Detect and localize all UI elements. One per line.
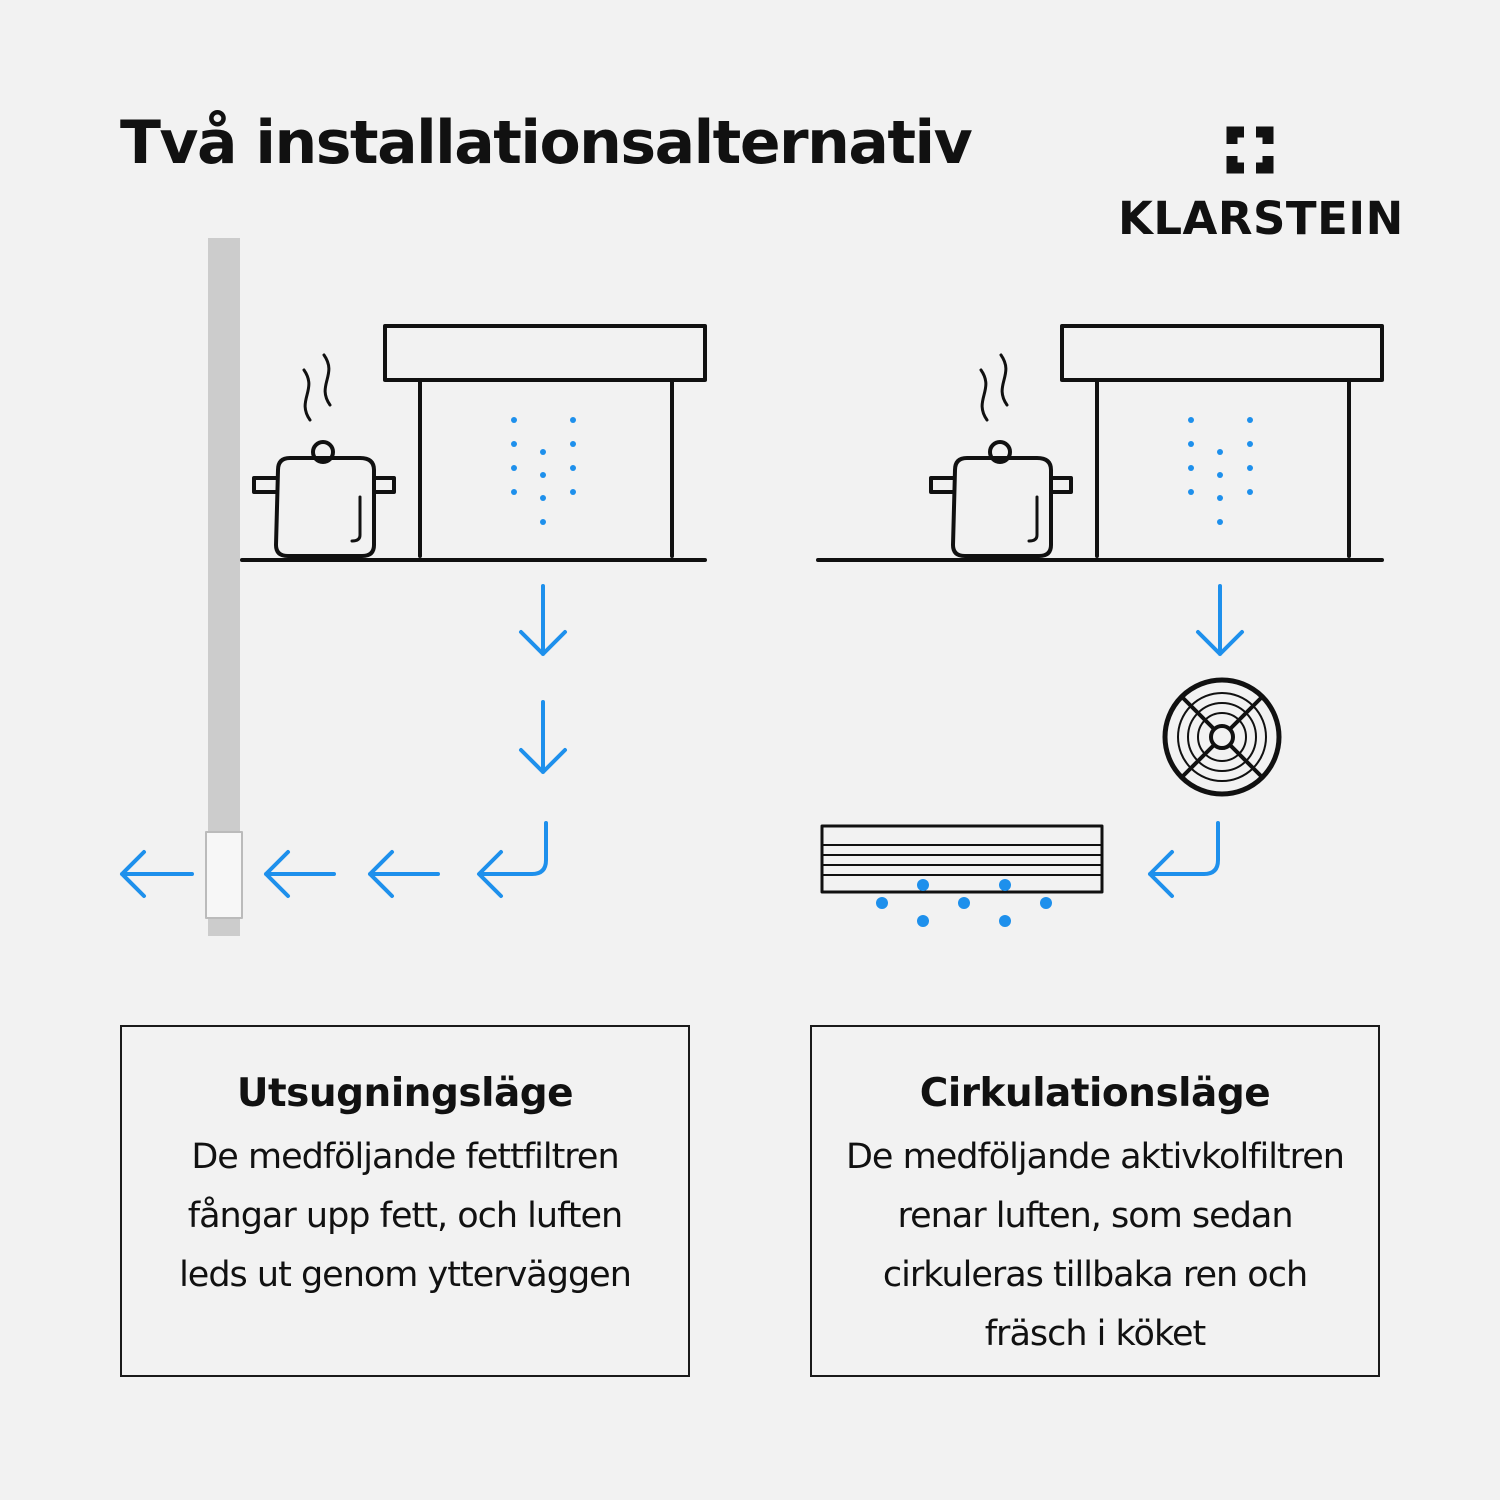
description-line: renar luften, som sedan (897, 1196, 1293, 1236)
exhaust-mode-title: Utsugningsläge (236, 1071, 574, 1116)
turn-left-arrow-icon (1148, 821, 1220, 898)
down-arrow-icon (1196, 584, 1244, 656)
air-dots-icon (1188, 417, 1253, 525)
description-line: fångar upp fett, och luften (187, 1196, 623, 1236)
description-line: De medföljande fettfiltren (191, 1137, 619, 1177)
recirculation-mode-description: De medföljande aktivkolfiltren renar luf… (812, 1128, 1378, 1364)
air-dots-icon (511, 417, 576, 525)
klarstein-logo-icon (1226, 126, 1274, 174)
wall-duct-opening (205, 831, 243, 919)
description-line: leds ut genom ytterväggen (179, 1255, 632, 1295)
exhaust-mode-box: Utsugningsläge De medföljande fettfiltre… (120, 1025, 690, 1377)
left-arrow-icon (368, 850, 440, 898)
pot-icon (929, 353, 1073, 558)
left-arrow-icon (264, 850, 336, 898)
page-title: Två installationsalternativ (120, 108, 973, 178)
down-arrow-icon (519, 700, 567, 774)
left-arrow-icon (120, 850, 194, 898)
steam-icon (302, 368, 312, 422)
outer-wall (208, 238, 240, 936)
description-line: De medföljande aktivkolfiltren (845, 1137, 1345, 1177)
down-arrow-icon (519, 584, 567, 656)
recirculation-scene (816, 324, 1384, 894)
brand-logo: KLARSTEIN (1118, 118, 1404, 248)
recirculation-mode-title: Cirkulationsläge (919, 1071, 1271, 1116)
pot-icon (252, 353, 396, 558)
steam-icon (979, 368, 989, 422)
cooker-hood (1060, 324, 1384, 558)
exhaust-mode-description: De medföljande fettfiltren fångar upp fe… (122, 1128, 688, 1305)
brand-name: KLARSTEIN (1118, 192, 1404, 245)
exhaust-scene (205, 238, 707, 936)
description-line: cirkuleras tillbaka ren och (882, 1255, 1308, 1295)
air-vent-grille-icon (820, 824, 1104, 894)
clean-air-dots-icon (876, 879, 1052, 927)
turn-left-arrow-icon (477, 821, 548, 898)
cooker-hood (383, 324, 707, 558)
recirculation-mode-box: Cirkulationsläge De medföljande aktivkol… (810, 1025, 1380, 1377)
description-line: fräsch i köket (984, 1314, 1207, 1354)
fan-icon (1162, 677, 1282, 797)
